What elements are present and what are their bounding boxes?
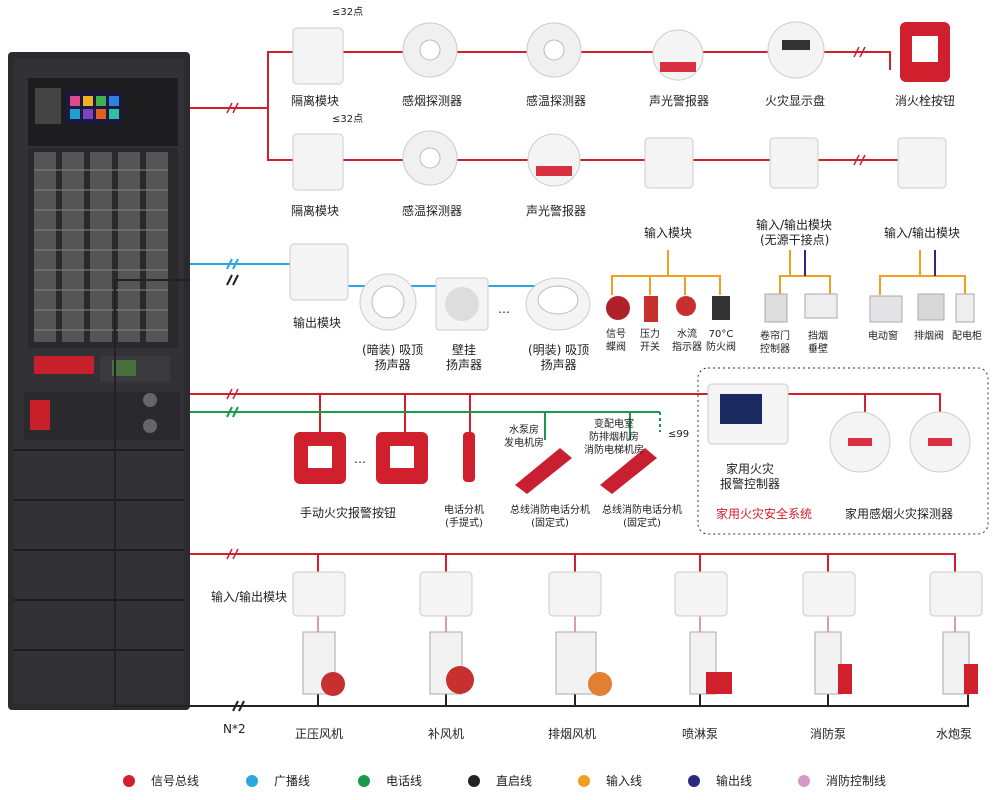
manual-alarm-button-label: 手动火灾报警按钮 <box>300 506 397 520</box>
pump-rooms-label: 水泵房发电机房 <box>504 425 544 449</box>
sound-light-alarm-label-2: 声光警报器 <box>526 204 587 218</box>
legend-item-input: 输入线 <box>578 772 642 789</box>
row4-devices <box>294 367 989 535</box>
legend-item-fire-control: 消防控制线 <box>798 772 886 789</box>
sprinkler-pump-label: 喷淋泵 <box>682 727 719 741</box>
pressurization-fan-label: 正压风机 <box>295 727 344 741</box>
smoke-curtain-label: 挡烟垂壁 <box>808 331 828 355</box>
bus-multiplier-label: N*2 <box>223 722 246 736</box>
signal-butterfly-valve-label: 信号蝶阀 <box>606 329 626 353</box>
input-module-label: 输入模块 <box>644 226 693 240</box>
direct-start-line <box>114 274 969 712</box>
distribution-cabinet-label: 配电柜 <box>952 331 982 342</box>
smoke-exhaust-fan-label: 排烟风机 <box>548 727 597 741</box>
hydrant-button-label: 消火栓按钮 <box>895 94 956 108</box>
legend-item-phone: 电话线 <box>358 772 422 789</box>
row1-devices <box>292 21 950 85</box>
legend-item-broadcast: 广播线 <box>246 772 310 789</box>
row5-io-module-label: 输入/输出模块 <box>211 590 288 604</box>
water-flow-indicator-label: 水流指示器 <box>672 329 702 353</box>
heat-detector-label-1: 感温探测器 <box>526 94 587 108</box>
fire-control-lines <box>317 614 956 632</box>
legend-dot <box>578 774 590 787</box>
legend-dot <box>246 774 258 787</box>
input-lines <box>611 250 966 295</box>
button-ellipsis: … <box>354 452 366 466</box>
home-smoke-detector-label: 家用感烟火灾探测器 <box>845 507 954 521</box>
row1-point-limit: ≤32点 <box>332 7 364 18</box>
home-fire-safety-system-label: 家用火灾安全系统 <box>716 507 813 521</box>
legend-item-output: 输出线 <box>688 772 752 789</box>
legend-item-signal-bus: 信号总线 <box>123 772 199 789</box>
speaker-label-2: 壁挂扬声器 <box>446 343 483 372</box>
fixed-phone-label-b: 总线消防电话分机(固定式) <box>602 505 682 529</box>
io-module-dry-contact-label: (无源干接点) <box>760 233 830 247</box>
legend-dot <box>358 774 370 787</box>
control-rooms-label: 变配电室防排烟机房消防电梯机房 <box>584 419 644 456</box>
legend-dot <box>688 774 700 787</box>
heat-detector-label-2: 感温探测器 <box>402 204 463 218</box>
io-module-label-b: 输入/输出模块 <box>884 226 961 240</box>
handheld-phone-label: 电话分机(手提式) <box>444 505 484 529</box>
row3-devices <box>289 243 975 331</box>
legend-dot <box>468 774 480 787</box>
bus-break-marks <box>226 46 866 560</box>
home-alarm-controller-label: 家用火灾报警控制器 <box>720 462 781 491</box>
makeup-air-fan-label: 补风机 <box>428 727 465 741</box>
io-module-label-a: 输入/输出模块 <box>756 218 833 232</box>
phone-limit-note: ≤99 <box>668 429 690 440</box>
isolation-module-label-2: 隔离模块 <box>291 204 340 218</box>
speaker-label-1: (暗装) 吸顶扬声器 <box>362 343 424 372</box>
phone-line <box>190 406 661 440</box>
fire-display-panel-label: 火灾显示盘 <box>765 94 826 108</box>
legend-item-direct: 直启线 <box>468 772 532 789</box>
rolling-door-controller-label: 卷帘门控制器 <box>760 331 790 355</box>
isolation-module-label-1: 隔离模块 <box>291 94 340 108</box>
row5-devices <box>292 571 983 696</box>
water-cannon-pump-label: 水炮泵 <box>936 727 973 741</box>
sound-light-alarm-label-1: 声光警报器 <box>649 94 710 108</box>
smoke-exhaust-valve-label: 排烟阀 <box>914 331 944 342</box>
speaker-label-3: (明装) 吸顶扬声器 <box>528 343 590 372</box>
electric-window-label: 电动窗 <box>868 331 898 342</box>
smoke-detector-label: 感烟探测器 <box>402 94 463 108</box>
pressure-switch-label: 压力开关 <box>640 329 660 353</box>
output-module-label: 输出模块 <box>293 316 342 330</box>
legend-dot <box>798 774 810 787</box>
output-lines <box>804 250 936 276</box>
fire-alarm-control-cabinet <box>8 52 190 710</box>
fixed-phone-label-a: 总线消防电话分机(固定式) <box>510 505 590 529</box>
row2-devices <box>292 130 947 191</box>
speaker-ellipsis: … <box>498 302 510 316</box>
legend-dot <box>123 774 135 787</box>
fire-pump-label: 消防泵 <box>810 727 847 741</box>
row2-point-limit: ≤32点 <box>332 114 364 125</box>
